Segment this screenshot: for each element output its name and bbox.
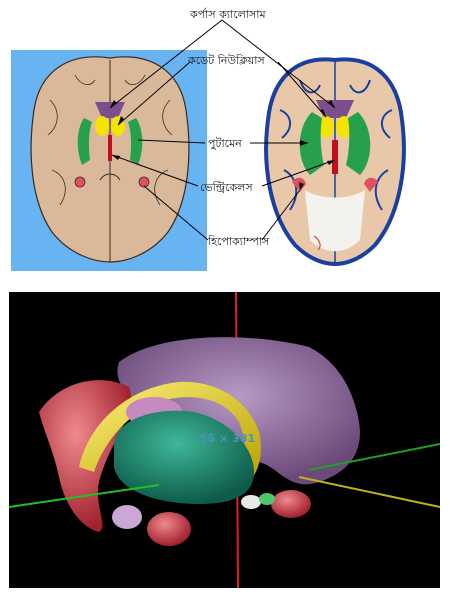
render-scene xyxy=(9,292,440,588)
left-hippocampus-r xyxy=(138,176,150,188)
label-caudate-nucleus: কডেট নিউক্লিয়াস xyxy=(188,54,265,67)
label-hippocampus: হিপোক্যাম্পাস xyxy=(208,235,270,248)
render-putamen xyxy=(114,410,254,504)
right-ventricle xyxy=(332,140,338,174)
left-putamen-l xyxy=(77,118,92,165)
left-ventricle xyxy=(108,135,112,161)
left-caudate-l xyxy=(95,116,109,136)
left-hippocampus-l xyxy=(74,176,86,188)
right-putamen-r xyxy=(346,112,371,175)
right-hippocampus-r xyxy=(364,177,378,192)
left-brain-section xyxy=(30,56,190,263)
label-putamen: পুটামেন xyxy=(208,137,242,150)
label-corpus-callosum: কর্পাস ক্যালোসাম xyxy=(190,8,266,21)
right-hippocampus-l xyxy=(292,177,306,192)
right-corpus-callosum xyxy=(316,100,354,118)
render-hippocampus-l xyxy=(147,512,191,546)
pointer-lines xyxy=(109,19,336,241)
right-putamen-l xyxy=(299,112,324,175)
left-putamen-r xyxy=(128,118,143,165)
render-caudate xyxy=(79,381,261,482)
label-ventricle: ভেন্ট্রিকেলস xyxy=(200,181,253,194)
pointer-arrowheads xyxy=(110,100,335,190)
render-coordinate-readout: 55 × 381 xyxy=(200,432,256,445)
left-corpus-callosum xyxy=(95,102,125,118)
right-caudate-r xyxy=(336,116,352,138)
render-view xyxy=(9,292,440,588)
right-caudate-l xyxy=(318,116,334,138)
render-hippocampus-r xyxy=(271,490,311,518)
right-brain-section xyxy=(264,57,406,267)
